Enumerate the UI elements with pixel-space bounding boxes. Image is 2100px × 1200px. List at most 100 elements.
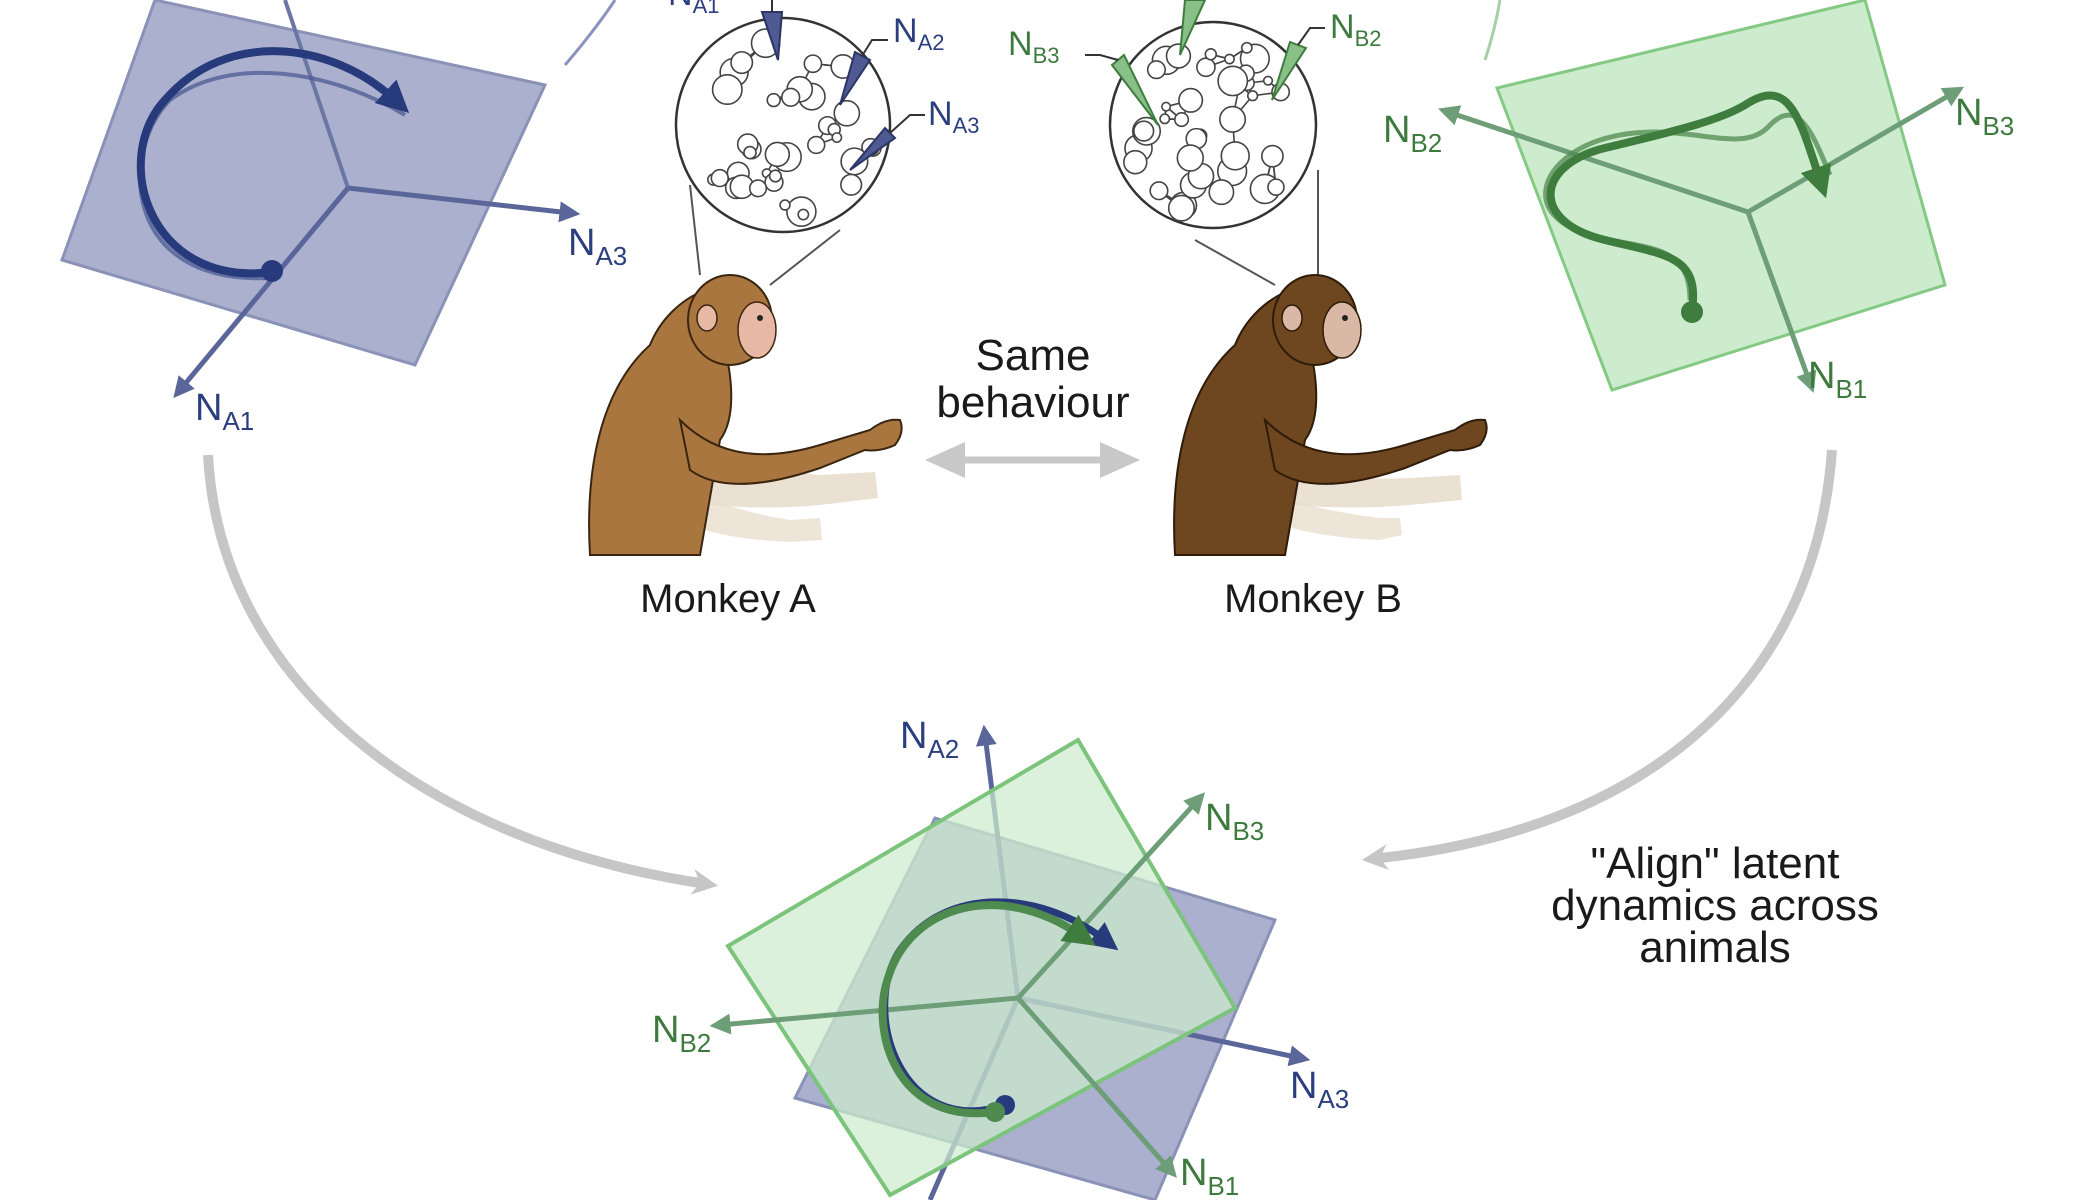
electrode-a1 <box>760 0 784 61</box>
neuron-node <box>840 173 863 196</box>
electrode-label-a1: NA1 <box>668 0 719 18</box>
same-behaviour-arrow <box>925 442 1140 478</box>
neuron-node <box>1161 101 1172 112</box>
monkey-a-face <box>737 301 777 359</box>
neuron-node <box>1133 120 1155 142</box>
neuron-node <box>1208 179 1235 206</box>
aligned-axis-label-a2: NA2 <box>900 715 959 764</box>
electrode-label-a3: NA3 <box>928 95 979 138</box>
neuron-node <box>1240 41 1253 54</box>
neuron-node <box>1176 144 1205 172</box>
aligned-axis-line-b1 <box>1016 996 1177 1178</box>
connector-arrow-left <box>203 454 718 895</box>
aligned-axis-line-b3 <box>1016 792 1206 1000</box>
axis-label-b2: NB2 <box>1383 109 1442 158</box>
aligned-axis-label-a3: NA3 <box>1290 1065 1349 1114</box>
axis-label-a1: NA1 <box>195 387 254 436</box>
monkey-b-ghost-arm-2 <box>1290 500 1402 540</box>
aligned-axis-label-b1: NB1 <box>1180 1152 1239 1200</box>
neuron-node <box>1267 178 1285 196</box>
electrode-label-b2: NB2 <box>1330 8 1381 51</box>
monkey-a-ghost-arm-2 <box>700 495 822 542</box>
zoom-line-a-left <box>689 184 701 276</box>
monkey-a-partial-connector <box>563 0 617 66</box>
axis-line-a-up <box>283 0 350 189</box>
neuron-node <box>1178 87 1204 113</box>
aligned-plane-b <box>725 737 1238 1198</box>
aligned-axis-line-b2 <box>709 995 1019 1035</box>
axis-line-a1 <box>173 186 350 399</box>
neuron-node <box>1220 141 1250 171</box>
axis-label-b3: NB3 <box>1955 92 2014 141</box>
neuron-node <box>1246 90 1259 102</box>
monkey-b-arm <box>1263 416 1488 485</box>
connector-arrow-right <box>1361 449 1837 871</box>
monkey-b-face <box>1322 301 1362 359</box>
electrode-label-b3: NB3 <box>1008 25 1059 68</box>
monkey-b-eye <box>1342 315 1348 321</box>
monkey-a-trajectory <box>136 47 410 278</box>
electrode-b2 <box>1271 27 1325 101</box>
monkey-b-partial-connector <box>1483 0 1502 61</box>
monkey-b-latent-panel <box>1438 0 1965 393</box>
monkey-a-label: Monkey A <box>640 577 816 621</box>
electrode-label-a2: NA2 <box>893 12 944 55</box>
monkey-a-body <box>588 288 733 556</box>
neuron-node <box>730 51 754 75</box>
axis-line-b1 <box>1745 211 1817 393</box>
axis-label-a3: NA3 <box>568 222 627 271</box>
neuron-node <box>1262 75 1274 86</box>
electrode-b3 <box>1085 53 1159 126</box>
axis-line-b3 <box>1746 86 1965 215</box>
neuron-node <box>764 141 791 168</box>
monkey-b-label: Monkey B <box>1224 577 1402 621</box>
monkey-a-arm <box>678 416 903 485</box>
neuron-node <box>748 179 768 198</box>
neuron-node <box>781 87 801 107</box>
monkey-b-plane <box>1494 0 1947 392</box>
neuron-node <box>711 73 743 106</box>
aligned-latent-panel <box>709 724 1311 1200</box>
neuron-node <box>803 54 823 74</box>
zoom-line-b-left <box>1194 239 1276 286</box>
align-caption-line2: dynamics across <box>1551 881 1879 930</box>
neuron-node <box>1167 194 1196 222</box>
axis-label-b1: NB1 <box>1808 355 1867 404</box>
neuron-node <box>1123 149 1148 175</box>
axis-line-a3 <box>347 185 581 223</box>
aligned-axis-label-b2: NB2 <box>652 1009 711 1058</box>
neuron-node <box>1224 53 1235 65</box>
axis-line-b2 <box>1438 105 1749 215</box>
monkey-a-trajectory-start <box>261 260 283 282</box>
neuron-node <box>1149 181 1169 201</box>
neuron-node <box>1261 144 1284 168</box>
neuron-node <box>779 199 791 211</box>
neuron-node <box>1196 57 1216 78</box>
electrode-a2 <box>839 39 888 106</box>
monkey-b-illustration <box>1173 274 1488 556</box>
neuron-node <box>1204 48 1218 61</box>
neural-network-a <box>674 0 925 286</box>
neuron-node <box>768 169 782 183</box>
neuron-node <box>833 99 861 127</box>
monkey-b-ear <box>1281 304 1303 332</box>
aligned-axis-label-b3: NB3 <box>1205 797 1264 846</box>
neuron-node <box>797 208 810 221</box>
neuron-node <box>807 135 826 155</box>
neural-network-b <box>1085 0 1325 286</box>
align-caption-line3: animals <box>1639 923 1791 972</box>
neuron-node <box>743 145 757 160</box>
aligned-trajectory-b <box>878 901 1096 1118</box>
monkey-a-illustration <box>588 274 903 556</box>
same-behaviour-line1: Same <box>976 331 1091 380</box>
same-behaviour-line2: behaviour <box>936 378 1129 427</box>
network-b-nodes <box>1123 41 1291 222</box>
neuron-node <box>1219 105 1247 133</box>
monkey-b-body <box>1173 288 1318 556</box>
aligned-trajectory-b-start <box>985 1102 1005 1122</box>
neuron-node <box>831 132 843 143</box>
neuron-node <box>766 92 781 108</box>
zoom-line-a-right <box>769 229 841 286</box>
electrode-a3 <box>849 114 925 171</box>
